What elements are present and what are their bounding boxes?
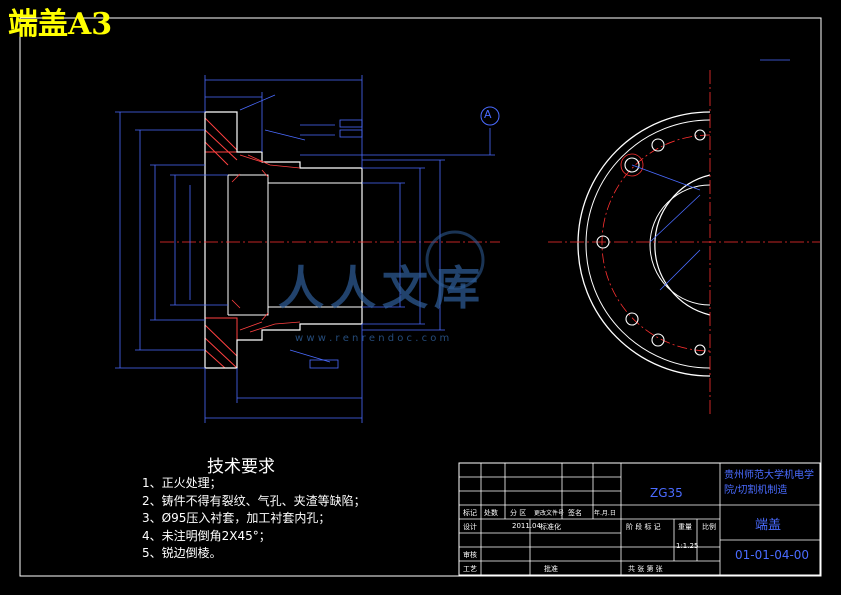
- bolt-circle: [601, 134, 711, 352]
- ratio-label: 比例: [702, 523, 716, 531]
- col-label-change: 更改文件号: [534, 510, 565, 517]
- row-label-review: 审核: [463, 551, 477, 559]
- requirement-item: 4、未注明倒角2X45°；: [142, 528, 271, 543]
- outer-frame: [19, 17, 822, 577]
- requirement-item: 5、锐边倒棱。: [142, 546, 222, 560]
- section-view: [115, 75, 500, 423]
- requirement-item: 1、正火处理；: [142, 476, 222, 490]
- scale-value: 1:1.25: [676, 542, 699, 550]
- end-view-dimensions: [631, 59, 790, 291]
- bolt-holes: [596, 129, 706, 356]
- drawing-number: 01-01-04-00: [735, 548, 810, 562]
- stage-label: 阶 段 标 记: [626, 523, 661, 531]
- wall-hatch: [231, 154, 301, 333]
- outer-arc-2: [585, 119, 711, 369]
- dimension-tags: [309, 119, 363, 369]
- inner-bore: [227, 174, 362, 316]
- design-date: 2011.04: [512, 522, 541, 530]
- outer-arc: [577, 111, 711, 377]
- col-label-sign: 签名: [568, 509, 582, 517]
- part-name: 端盖: [755, 518, 782, 533]
- inner-arc-2: [649, 184, 711, 306]
- row-label-design: 设计: [463, 523, 477, 531]
- requirement-item: 3、Ø95压入衬套，加工衬套内孔；: [142, 511, 331, 525]
- standardize-label: 标准化: [540, 523, 561, 531]
- school-label: 贵州师范大学机电学院/切割机制造: [724, 470, 814, 496]
- weight-label: 重量: [678, 523, 692, 531]
- material-label: ZG35: [650, 486, 683, 500]
- dimension-lines: [115, 75, 495, 423]
- section-marker-label: A: [484, 108, 492, 121]
- col-label-zone: 分 区: [510, 509, 527, 517]
- requirements-list: 1、正火处理； 2、铸件不得有裂纹、气孔、夹渣等缺陷； 3、Ø95压入衬套，加工…: [142, 475, 366, 563]
- body-outline: [204, 111, 363, 369]
- watermark-url: w w w . r e n r e n d o c . c o m: [295, 333, 450, 344]
- end-view: [548, 59, 820, 415]
- col-label-date: 年.月.日: [594, 510, 616, 517]
- sheets-label: 共 张 第 张: [628, 565, 663, 573]
- sheet-title: 端盖A3: [8, 7, 113, 42]
- section-marker-circle: [480, 106, 500, 126]
- watermark-text: 人人文库: [278, 261, 486, 315]
- requirement-item: 2、铸件不得有裂纹、气孔、夹渣等缺陷；: [142, 493, 366, 508]
- requirements-title: 技术要求: [207, 457, 275, 477]
- title-block-grid: [459, 463, 820, 575]
- row-label-mark: 标记: [463, 509, 477, 517]
- row-label-process: 工艺: [463, 565, 477, 573]
- watermark-logo: [425, 230, 485, 290]
- inner-arc: [654, 174, 711, 316]
- flange-section: [204, 111, 238, 369]
- approve-label: 批准: [544, 565, 558, 573]
- col-label-count: 处数: [484, 509, 498, 517]
